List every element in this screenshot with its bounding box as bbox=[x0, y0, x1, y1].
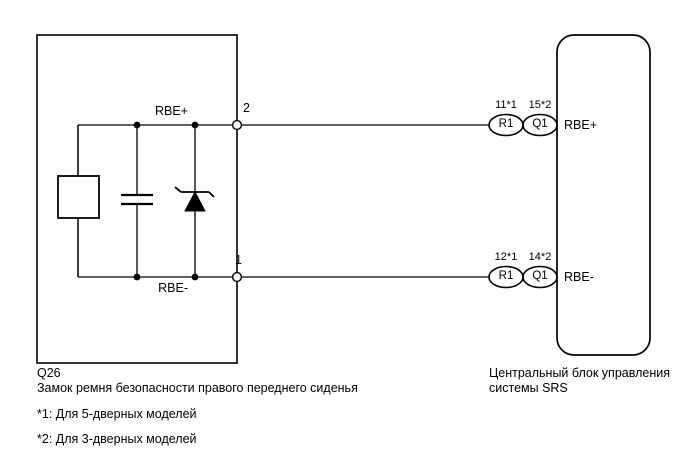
pin-2-signal-label: RBE+ bbox=[154, 104, 188, 118]
connector-code-r1-rbe-minus: R1 bbox=[498, 270, 514, 282]
connector-code-q1-rbe-minus: Q1 bbox=[532, 270, 548, 282]
left-component-outline bbox=[36, 34, 238, 364]
connector-code-q1-rbe-plus: Q1 bbox=[532, 118, 548, 130]
footnote-2: *2: Для 3-дверных моделей bbox=[37, 432, 197, 446]
junction-dot-zener-bottom bbox=[191, 273, 199, 281]
pin-1-signal-label: RBE- bbox=[158, 281, 188, 295]
pin-1-number: 1 bbox=[235, 253, 242, 267]
junction-dot-capacitor-bottom bbox=[133, 273, 141, 281]
ecu-signal-label-rbe-minus: RBE- bbox=[564, 270, 594, 284]
zener-diode-bar-bend-right bbox=[208, 191, 215, 198]
pin-1-terminal-circle bbox=[231, 271, 243, 283]
pin-2-number: 2 bbox=[243, 101, 250, 115]
junction-dot-capacitor-top bbox=[133, 121, 141, 129]
terminal-number-q1-rbe-minus: 14*2 bbox=[528, 251, 552, 263]
left-component-caption: Замок ремня безопасности правого передне… bbox=[37, 381, 358, 395]
terminal-number-q1-rbe-plus: 15*2 bbox=[528, 99, 552, 111]
right-component-outline bbox=[556, 34, 651, 356]
connector-code-r1-rbe-plus: R1 bbox=[498, 118, 514, 130]
zener-diode-triangle bbox=[184, 190, 206, 212]
right-component-caption-line1: Центральный блок управления bbox=[489, 366, 670, 380]
switch-box-symbol bbox=[57, 175, 100, 219]
zener-diode-bar-bend-left bbox=[174, 186, 182, 193]
ecu-signal-label-rbe-plus: RBE+ bbox=[564, 118, 598, 132]
terminal-number-r1-rbe-minus: 12*1 bbox=[494, 251, 518, 263]
right-component-caption-line2: системы SRS bbox=[489, 381, 568, 395]
junction-dot-zener-top bbox=[191, 121, 199, 129]
pin-2-terminal-circle bbox=[231, 119, 243, 131]
footnote-1: *1: Для 5-дверных моделей bbox=[37, 407, 197, 421]
terminal-number-r1-rbe-plus: 11*1 bbox=[495, 99, 517, 111]
left-component-code: Q26 bbox=[37, 366, 61, 380]
